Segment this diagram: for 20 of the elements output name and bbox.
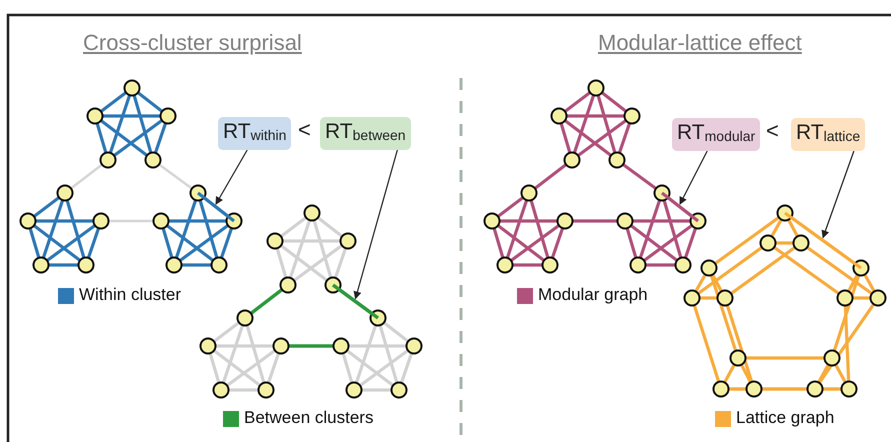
label-box: RT$_{within}$ bbox=[218, 117, 292, 150]
graph-edge bbox=[332, 284, 380, 320]
leader-line bbox=[215, 150, 248, 205]
label-box: RT$_{modular}$ bbox=[672, 118, 760, 151]
legend-label: Modular graph bbox=[538, 285, 648, 305]
graph-edge bbox=[197, 192, 235, 222]
less-than-sign: < bbox=[298, 117, 311, 143]
leader-line bbox=[679, 150, 708, 205]
graph-edge bbox=[784, 212, 862, 270]
panel-title: Cross-cluster surprisal bbox=[83, 30, 302, 56]
legend-label: Lattice graph bbox=[736, 408, 834, 428]
graph-edge bbox=[661, 192, 699, 222]
legend-label: Between clusters bbox=[244, 408, 374, 428]
legend-label: Within cluster bbox=[79, 285, 182, 305]
leader-line bbox=[822, 150, 854, 238]
leader-line bbox=[354, 150, 398, 300]
label-box: RT$_{lattice}$ bbox=[791, 118, 866, 151]
label-box: RT$_{between}$ bbox=[320, 117, 411, 150]
panel-title: Modular-lattice effect bbox=[598, 30, 802, 56]
less-than-sign: < bbox=[766, 118, 779, 144]
